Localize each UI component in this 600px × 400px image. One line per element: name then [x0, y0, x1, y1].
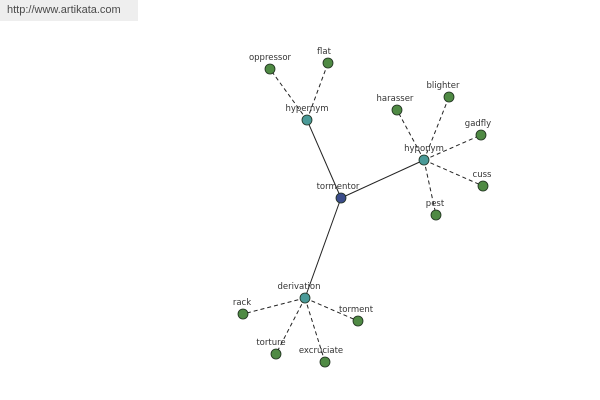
relation-label: hypernym — [285, 104, 328, 114]
word-node-torture[interactable]: torture — [256, 338, 286, 360]
word-label: torture — [256, 338, 285, 348]
word-node-harasser[interactable]: harasser — [377, 94, 414, 116]
edge-hyponym-cuss — [423, 159, 484, 187]
site-url-link[interactable]: http://www.artikata.com — [0, 0, 138, 21]
center-dot — [335, 192, 347, 204]
word-label: torment — [339, 305, 374, 315]
word-node-blighter[interactable]: blighter — [427, 81, 460, 103]
edge-hypernym-flat — [306, 62, 329, 121]
word-label: rack — [233, 298, 251, 308]
word-label: blighter — [427, 81, 460, 91]
edge-center-hyponym — [340, 159, 425, 199]
relation-node-hypernym[interactable]: hypernym — [285, 104, 329, 126]
word-dot — [319, 356, 331, 368]
edge-derivation-torment — [304, 297, 359, 322]
word-label: excruciate — [299, 346, 343, 356]
word-dot — [270, 348, 282, 360]
graph-edges — [242, 62, 484, 363]
word-node-oppressor[interactable]: oppressor — [249, 53, 292, 75]
edge-center-hypernym — [306, 119, 342, 199]
word-label: cuss — [473, 170, 492, 180]
word-label: gadfly — [465, 119, 491, 129]
word-node-gadfly[interactable]: gadfly — [465, 119, 491, 141]
word-node-pest[interactable]: pest — [426, 199, 445, 221]
word-dot — [322, 57, 334, 69]
word-node-excruciate[interactable]: excruciate — [299, 346, 343, 368]
relation-node-hyponym[interactable]: hyponym — [404, 144, 444, 166]
relation-node-derivation[interactable]: derivation — [277, 282, 321, 304]
word-label: flat — [317, 47, 332, 57]
edge-derivation-rack — [242, 297, 306, 315]
word-dot — [391, 104, 403, 116]
word-label: harasser — [377, 94, 414, 104]
word-node-torment[interactable]: torment — [339, 305, 374, 327]
edge-center-derivation — [304, 197, 342, 299]
word-dot — [352, 315, 364, 327]
word-dot — [477, 180, 489, 192]
relation-label: derivation — [277, 282, 320, 292]
relation-dot — [301, 114, 313, 126]
center-node-tormentor[interactable]: tormentor — [317, 182, 360, 204]
word-node-cuss[interactable]: cuss — [473, 170, 492, 192]
word-dot — [430, 209, 442, 221]
edge-hyponym-blighter — [423, 96, 450, 161]
graph-nodes: oppressor flat harasser blighter gadfly cuss p… — [233, 47, 492, 368]
word-node-rack[interactable]: rack — [233, 298, 251, 320]
edge-hyponym-pest — [423, 159, 437, 216]
word-dot — [264, 63, 276, 75]
word-node-flat[interactable]: flat — [317, 47, 334, 69]
word-dot — [475, 129, 487, 141]
edge-hypernym-oppressor — [269, 68, 308, 121]
relation-dot — [418, 154, 430, 166]
relation-label: hyponym — [404, 144, 444, 154]
edge-hyponym-gadfly — [423, 134, 482, 161]
relation-dot — [299, 292, 311, 304]
word-label: pest — [426, 199, 445, 209]
edge-hyponym-harasser — [396, 109, 425, 161]
center-label: tormentor — [317, 182, 360, 192]
word-dot — [237, 308, 249, 320]
word-label: oppressor — [249, 53, 292, 63]
word-dot — [443, 91, 455, 103]
edge-derivation-torture — [275, 297, 306, 355]
